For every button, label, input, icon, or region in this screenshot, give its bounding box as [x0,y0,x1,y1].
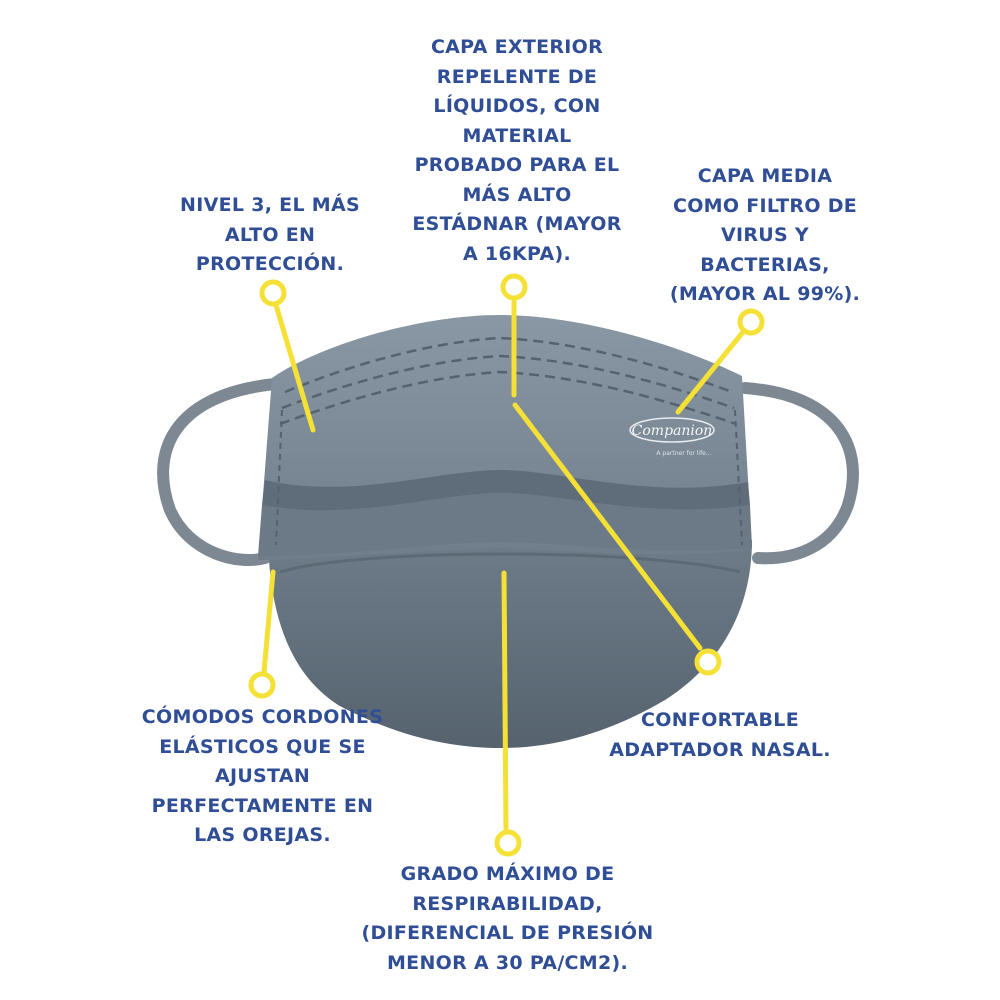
label-protection-level: NIVEL 3, EL MÁS ALTO EN PROTECCIÓN. [180,194,360,275]
stitch-line-third [279,370,737,426]
brand-logo-text: Companion [632,423,713,439]
callout-line-breath [501,570,509,833]
callout-marker-breath [494,829,522,857]
callout-line-nasal [512,402,703,651]
callout-line-level [273,302,316,433]
callout-line-middle [675,329,746,415]
stitch-line-top [284,336,733,394]
label-middle-layer: CAPA MEDIA COMO FILTRO DE VIRUS Y BACTER… [669,165,861,305]
right-ear-loop [739,382,859,565]
side-stitch-left [275,409,283,546]
stitch-line-second [281,354,735,410]
brand-tagline: A partner for life... [656,450,711,457]
label-outer-layer: CAPA EXTERIOR REPELENTE DE LÍQUIDOS, CON… [412,36,622,265]
label-ear-cords: CÓMODOS CORDONES ELÁSTICOS QUE SE AJUSTA… [141,706,384,846]
mask-pleat-band [262,470,750,511]
brand-logo: Companion A partner for life... [629,417,715,457]
mask-middle-band [258,493,752,556]
side-stitch-right [734,409,743,546]
mask-lower-fold [268,540,752,748]
callout-marker-nasal [694,648,722,676]
label-breathability: GRADO MÁXIMO DE RESPIRABILIDAD, (DIFEREN… [361,863,654,974]
callout-marker-middle [737,308,765,336]
callout-marker-level [259,279,287,307]
mask-lower-seam [279,552,741,574]
callout-marker-outer [500,273,528,301]
callout-line-cords [261,569,276,675]
left-ear-loop [157,378,281,566]
label-nasal-adapter: CONFORTABLE ADAPTADOR NASAL. [609,709,831,761]
callout-marker-cords [248,671,276,699]
